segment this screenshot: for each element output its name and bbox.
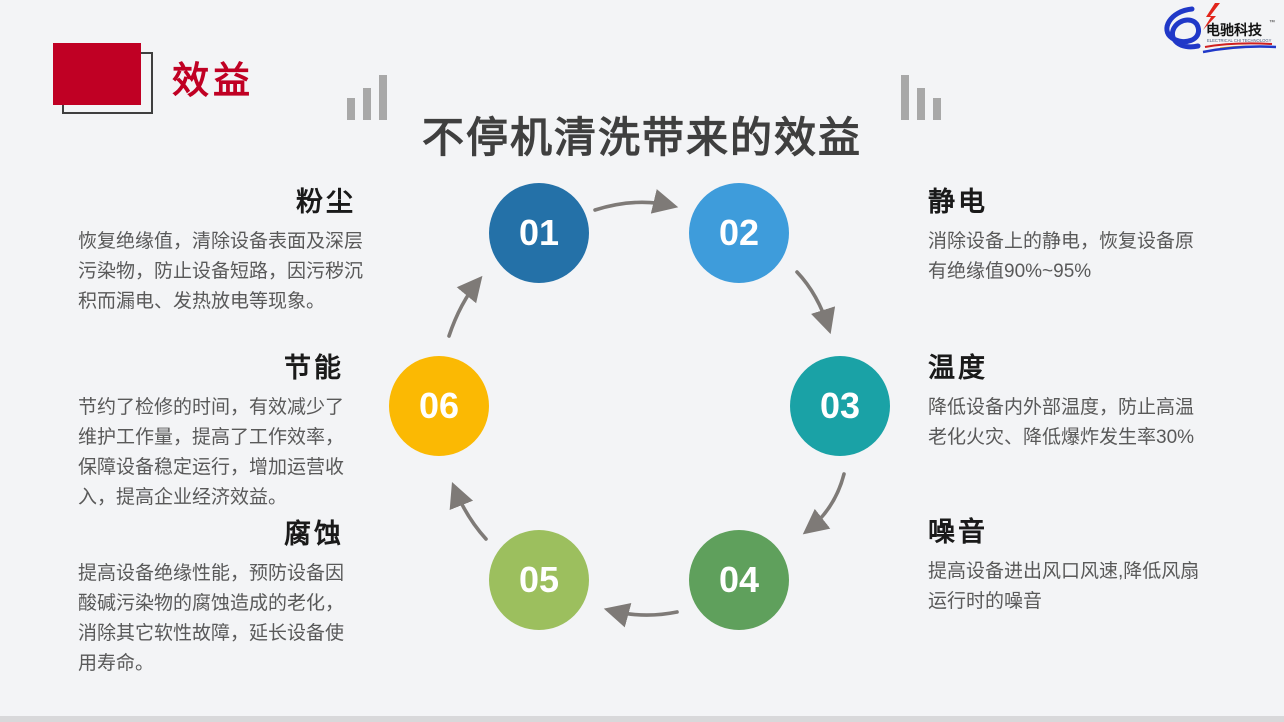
benefit-body: 提高设备进出风口风速,降低风扇运行时的噪音: [928, 561, 1200, 612]
title-deco-bars-right: [901, 75, 941, 120]
benefit-block-temperature: 温度 降低设备内外部温度，防止高温老化火灾、降低爆炸发生率30%: [928, 346, 1208, 453]
benefit-block-energy: 节能 节约了检修的时间，有效减少了维护工作量，提高了工作效率，保障设备稳定运行，…: [78, 346, 358, 513]
step-number: 03: [819, 385, 861, 426]
step-number: 04: [718, 559, 760, 600]
cycle-step-05: 05: [489, 530, 589, 630]
cycle-step-04: 04: [689, 530, 789, 630]
benefit-body: 降低设备内外部温度，防止高温老化火灾、降低爆炸发生率30%: [928, 397, 1195, 448]
step-number: 01: [518, 212, 560, 253]
benefit-body: 恢复绝缘值，清除设备表面及深层污染物，防止设备短路，因污秽沉积而漏电、发热放电等…: [78, 231, 364, 312]
title-deco-bars-left: [347, 75, 387, 120]
cycle-step-01: 01: [489, 183, 589, 283]
arrow-01-02: [593, 189, 679, 214]
bottom-edge-strip: [0, 716, 1284, 722]
cycle-step-02: 02: [689, 183, 789, 283]
company-logo: 电驰科技 ™ ELECTRICAL CHI TECHNOLOGY: [1158, 2, 1280, 58]
page-title: 不停机清洗带来的效益: [421, 114, 862, 162]
logo-tm-text: ™: [1269, 19, 1275, 26]
benefit-title: 粉尘: [296, 187, 356, 217]
section-tag-square: [53, 43, 141, 105]
benefit-body: 节约了检修的时间，有效减少了维护工作量，提高了工作效率，保障设备稳定运行，增加运…: [78, 397, 345, 508]
benefit-block-corrosion: 腐蚀 提高设备绝缘性能，预防设备因酸碱污染物的腐蚀造成的老化，消除其它软性故障，…: [78, 512, 358, 679]
benefit-block-noise: 噪音 提高设备进出风口风速,降低风扇运行时的噪音: [928, 510, 1208, 617]
benefit-title: 节能: [284, 353, 344, 383]
benefit-block-static: 静电 消除设备上的静电，恢复设备原有绝缘值90%~95%: [928, 180, 1208, 287]
arrow-06-01: [447, 275, 483, 338]
arrow-02-03: [795, 270, 836, 335]
cycle-arrows: [447, 189, 846, 628]
benefit-title: 温度: [928, 353, 988, 383]
benefit-title: 腐蚀: [284, 519, 344, 549]
benefit-title: 噪音: [928, 517, 988, 547]
cycle-step-03: 03: [790, 356, 890, 456]
arrow-05-06: [449, 481, 488, 541]
step-number: 06: [418, 385, 460, 426]
step-number: 05: [518, 559, 560, 600]
arrow-03-04: [802, 472, 846, 535]
logo-name-text: 电驰科技: [1206, 22, 1263, 38]
cycle-step-06: 06: [389, 356, 489, 456]
benefit-title: 静电: [928, 187, 988, 217]
benefit-body: 提高设备绝缘性能，预防设备因酸碱污染物的腐蚀造成的老化，消除其它软性故障，延长设…: [78, 563, 345, 674]
arrow-04-05: [603, 603, 679, 628]
section-title: 效益: [172, 60, 254, 101]
logo-subtitle-text: ELECTRICAL CHI TECHNOLOGY: [1207, 38, 1272, 43]
step-number: 02: [718, 212, 760, 253]
logo-icon: 电驰科技 ™ ELECTRICAL CHI TECHNOLOGY: [1164, 3, 1277, 54]
benefit-body: 消除设备上的静电，恢复设备原有绝缘值90%~95%: [928, 231, 1195, 282]
benefit-block-dust: 粉尘 恢复绝缘值，清除设备表面及深层污染物，防止设备短路，因污秽沉积而漏电、发热…: [78, 180, 370, 317]
